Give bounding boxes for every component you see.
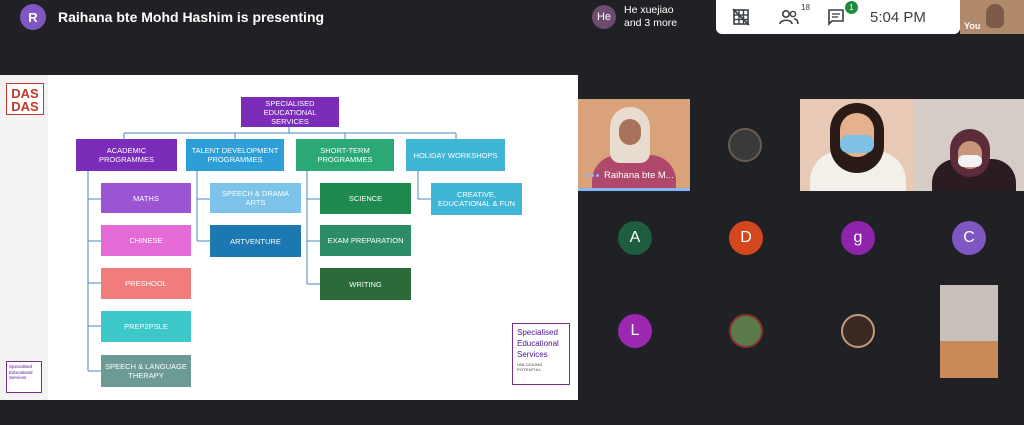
small-logo-line: Educational bbox=[9, 369, 33, 375]
participant-tile[interactable] bbox=[690, 99, 800, 191]
people-icon bbox=[779, 9, 799, 25]
participant-avatar-d[interactable]: D bbox=[729, 221, 763, 255]
people-count: 18 bbox=[801, 3, 810, 12]
chat-icon bbox=[828, 9, 844, 26]
participant-tile-raihana[interactable]: Raihana bte M... bbox=[578, 99, 690, 191]
shared-slide: DAS DAS bbox=[0, 75, 578, 400]
self-label: You bbox=[964, 21, 981, 31]
participant-tile-video[interactable] bbox=[940, 285, 998, 378]
layout-button[interactable] bbox=[728, 8, 754, 26]
clock: 5:04 PM bbox=[870, 8, 926, 26]
video-wall bbox=[940, 341, 998, 378]
participant-avatar-l[interactable]: L bbox=[618, 314, 652, 348]
top-controls: 18 1 5:04 PM bbox=[716, 0, 960, 34]
presenter-status: Raihana bte Mohd Hashim is presenting bbox=[58, 9, 325, 25]
category-short-term: SHORT-TERM PROGRAMMES bbox=[296, 139, 394, 171]
speaking-indicator-icon bbox=[586, 174, 599, 177]
participant-avatar: He bbox=[592, 5, 616, 29]
grid-off-icon bbox=[732, 8, 750, 26]
academic-item: MATHS bbox=[101, 183, 191, 213]
ses-small-logo: Specialised Educational Services bbox=[6, 361, 42, 393]
academic-item: CHINESE bbox=[101, 225, 191, 256]
presenter-avatar: R bbox=[20, 4, 46, 30]
slide-left-band bbox=[0, 75, 48, 400]
participant-avatar-a[interactable]: A bbox=[618, 221, 652, 255]
org-root-box: SPECIALISED EDUCATIONAL SERVICES bbox=[241, 97, 339, 127]
participant-name: He xuejiao bbox=[624, 4, 674, 16]
presenter-bar: R Raihana bte Mohd Hashim is presenting bbox=[0, 0, 590, 34]
participant-avatar-c[interactable]: C bbox=[952, 221, 986, 255]
video-mask bbox=[840, 135, 874, 153]
other-participants[interactable]: He He xuejiao and 3 more bbox=[586, 0, 716, 34]
participant-name: Raihana bte M... bbox=[604, 170, 674, 181]
short-term-item: SCIENCE bbox=[320, 183, 411, 214]
video-face bbox=[619, 119, 641, 145]
participant-avatar-g[interactable]: g bbox=[841, 221, 875, 255]
holiday-item: CREATIVE, EDUCATIONAL & FUN bbox=[431, 183, 522, 215]
academic-item: PREP2PSLE bbox=[101, 311, 191, 342]
category-academic: ACADEMIC PROGRAMMES bbox=[76, 139, 177, 171]
chat-count-badge: 1 bbox=[845, 1, 858, 14]
participant-tile-video[interactable] bbox=[914, 99, 1024, 191]
participant-photo-avatar bbox=[728, 128, 762, 162]
org-chart-connectors bbox=[87, 127, 457, 372]
logo-line: Services bbox=[517, 350, 548, 359]
participant-label: Raihana bte M... bbox=[586, 170, 674, 181]
logo-tagline: UNLOCKING POTENTIAL bbox=[517, 362, 543, 372]
self-view-tile[interactable]: You bbox=[960, 0, 1024, 34]
participant-photo-avatar[interactable] bbox=[729, 314, 763, 348]
academic-item: SPEECH & LANGUAGE THERAPY bbox=[101, 355, 191, 387]
participant-photo-avatar[interactable] bbox=[841, 314, 875, 348]
talent-item: SPEECH & DRAMA ARTS bbox=[210, 183, 301, 213]
ses-logo: Specialised Educational Services UNLOCKI… bbox=[512, 323, 570, 385]
talent-item: ARTVENTURE bbox=[210, 225, 301, 257]
self-video bbox=[986, 4, 1004, 28]
small-logo-line: Services bbox=[9, 375, 27, 380]
small-logo-line: Specialised bbox=[9, 364, 33, 369]
short-term-item: WRITING bbox=[320, 268, 411, 300]
participant-tile-video[interactable] bbox=[800, 99, 914, 191]
category-talent: TALENT DEVELOPMENT PROGRAMMES bbox=[186, 139, 284, 171]
participant-summary: He xuejiao and 3 more bbox=[624, 4, 677, 30]
das-logo: DAS DAS bbox=[6, 83, 44, 115]
people-button[interactable]: 18 bbox=[774, 3, 810, 25]
academic-item: PRESHOOL bbox=[101, 268, 191, 299]
logo-line: Educational bbox=[517, 339, 559, 348]
chat-button[interactable]: 1 bbox=[822, 1, 858, 26]
logo-line: Specialised bbox=[517, 328, 558, 337]
video-mask bbox=[958, 155, 982, 167]
participant-more: and 3 more bbox=[624, 17, 678, 29]
short-term-item: EXAM PREPARATION bbox=[320, 225, 411, 256]
category-holiday: HOLIDAY WORKSHOPS bbox=[406, 139, 505, 171]
